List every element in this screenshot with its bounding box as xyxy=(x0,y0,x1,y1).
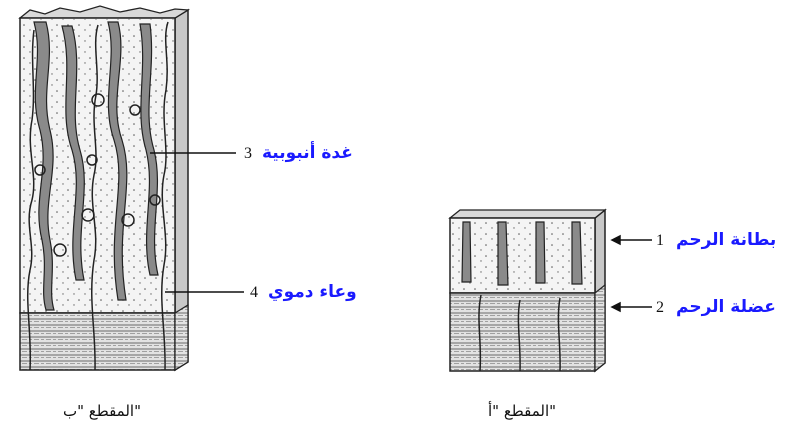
section-b-myometrium xyxy=(19,312,176,371)
svg-text:3: 3 xyxy=(244,145,252,162)
svg-text:2: 2 xyxy=(656,299,664,316)
label-1: 1 بطانة الرحم xyxy=(656,230,776,250)
section-a-glands xyxy=(461,221,583,286)
caption-section-b: المقطع "ب" xyxy=(63,402,141,420)
svg-text:وعاء دموي: وعاء دموي xyxy=(268,282,357,302)
section-a-blood-vessels xyxy=(478,294,561,372)
section-a-block xyxy=(448,208,607,373)
section-b-block xyxy=(18,5,191,372)
label-4: 4 وعاء دموي xyxy=(250,282,357,302)
label-3: 3 غدة أنبوبية xyxy=(244,141,353,163)
svg-text:غدة أنبوبية: غدة أنبوبية xyxy=(262,141,353,163)
svg-text:4: 4 xyxy=(250,284,258,301)
label-2: 2 عضلة الرحم xyxy=(656,297,776,317)
section-b-blood-vessels xyxy=(26,21,169,371)
section-a-myometrium xyxy=(449,292,596,372)
svg-text:1: 1 xyxy=(656,232,664,249)
leader-lines xyxy=(150,152,652,313)
svg-text:بطانة الرحم: بطانة الرحم xyxy=(676,230,776,250)
caption-section-a: المقطع "أ" xyxy=(488,401,556,420)
svg-text:عضلة الرحم: عضلة الرحم xyxy=(676,297,776,317)
